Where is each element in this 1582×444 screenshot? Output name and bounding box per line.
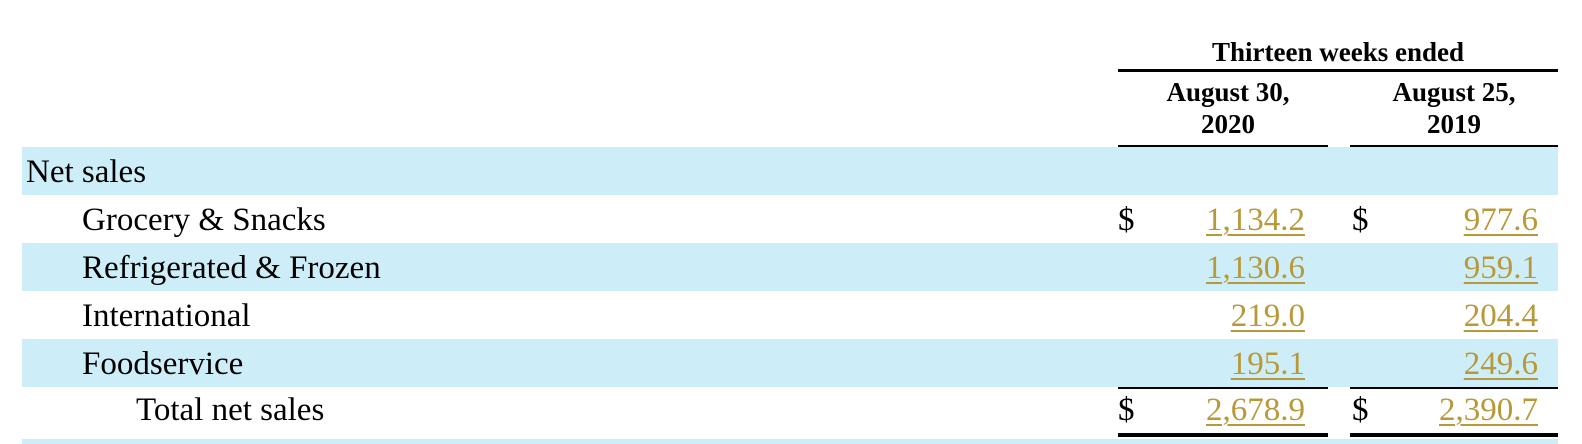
next-row-stripe (22, 439, 1558, 444)
table-row: International 219.0 204.4 (22, 291, 1558, 339)
col1-header-line1: August 30, (1166, 77, 1290, 107)
table-row: Grocery & Snacks $ 1,134.2 $ 977.6 (22, 195, 1558, 243)
value-link[interactable]: 249.6 (1463, 346, 1538, 382)
subtotal-rule-col1 (1118, 387, 1328, 389)
total-value-link[interactable]: 2,390.7 (1439, 392, 1538, 428)
value-link[interactable]: 204.4 (1463, 298, 1538, 334)
total-rule-col1 (1118, 433, 1328, 437)
total-row: Total net sales $ 2,678.9 $ 2,390.7 (22, 389, 1558, 437)
table-row: Refrigerated & Frozen 1,130.6 959.1 (22, 243, 1558, 291)
col1-header-rule (1118, 145, 1328, 147)
subtotal-rule-col2 (1350, 387, 1558, 389)
col2-header-line1: August 25, (1392, 77, 1516, 107)
row-label: International (82, 298, 251, 334)
row-label: Foodservice (82, 346, 244, 382)
col2-header-line2: 2019 (1427, 109, 1481, 139)
col1-header-line2: 2020 (1201, 109, 1255, 139)
value-link[interactable]: 977.6 (1463, 202, 1538, 238)
net-sales-section-row: Net sales (22, 147, 1558, 195)
value-link[interactable]: 1,134.2 (1206, 202, 1305, 238)
value-link[interactable]: 195.1 (1230, 346, 1305, 382)
value-link[interactable]: 959.1 (1463, 250, 1538, 286)
dollar-sign: $ (1118, 202, 1135, 238)
dollar-sign: $ (1352, 392, 1369, 428)
table-row: Foodservice 195.1 249.6 (22, 339, 1558, 387)
dollar-sign: $ (1118, 392, 1135, 428)
col1-header: August 30, 2020 (1118, 76, 1338, 140)
row-label: Grocery & Snacks (82, 202, 326, 238)
total-label: Total net sales (136, 392, 325, 428)
dollar-sign: $ (1352, 202, 1369, 238)
value-link[interactable]: 219.0 (1230, 298, 1305, 334)
header-rule (1118, 69, 1558, 72)
row-label: Refrigerated & Frozen (82, 250, 381, 286)
section-label: Net sales (26, 154, 147, 190)
total-rule-col2 (1350, 433, 1558, 437)
col2-header-rule (1350, 145, 1558, 147)
col2-header: August 25, 2019 (1350, 76, 1558, 140)
period-header: Thirteen weeks ended (1212, 37, 1464, 67)
total-value-link[interactable]: 2,678.9 (1206, 392, 1305, 428)
value-link[interactable]: 1,130.6 (1206, 250, 1305, 286)
